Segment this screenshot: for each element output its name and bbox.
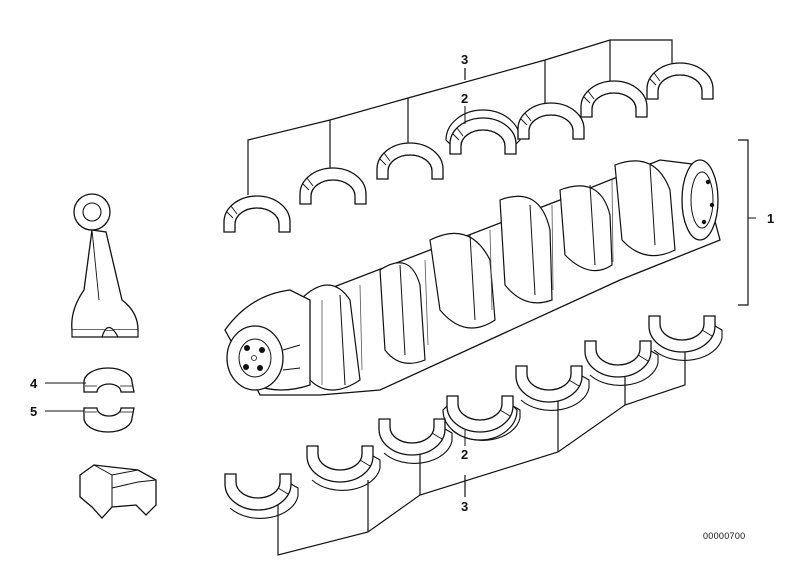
upper-bearing-shell xyxy=(223,195,291,233)
lower-bearing-shell xyxy=(224,473,299,519)
callout-conrod-upper: 4 xyxy=(30,376,38,391)
lower-bearing-shell xyxy=(584,340,659,386)
callout-conrod-lower: 5 xyxy=(30,404,38,419)
lower-bearing-shell xyxy=(378,418,453,464)
crankshaft xyxy=(224,159,721,396)
upper-bearing-shell xyxy=(445,109,521,155)
callout-brackets xyxy=(247,39,749,556)
upper-bearing-shell xyxy=(376,142,444,180)
lower-bearing-shell xyxy=(648,315,723,361)
lower-bearing-shell xyxy=(515,365,590,411)
lower-bearing-shells xyxy=(224,315,723,519)
upper-bearing-shells xyxy=(223,62,714,233)
upper-bearing-shell xyxy=(646,62,714,100)
conrod-bearing-lower xyxy=(83,407,135,433)
upper-bearing-shell xyxy=(299,167,367,205)
conrod-cap xyxy=(79,464,157,519)
callout-thrust-lower: 2 xyxy=(461,447,469,462)
lower-bracket-line xyxy=(277,340,686,556)
callout-bearings-lower: 3 xyxy=(461,499,469,514)
crankshaft-bracket xyxy=(738,139,749,306)
callout-leaders xyxy=(45,106,756,446)
lower-bearing-shell xyxy=(442,395,521,441)
diagram-id: 00000700 xyxy=(703,531,746,541)
callout-crankshaft: 1 xyxy=(767,211,775,226)
conrod-bearing-upper xyxy=(83,367,135,393)
upper-bracket-line xyxy=(247,39,673,195)
upper-bearing-shell xyxy=(580,80,648,118)
connecting-rod xyxy=(71,193,139,338)
lower-bearing-shell xyxy=(306,445,381,491)
upper-bearing-shell xyxy=(517,102,585,140)
callout-thrust-upper: 2 xyxy=(461,91,469,106)
callout-bearings-upper: 3 xyxy=(461,52,469,67)
